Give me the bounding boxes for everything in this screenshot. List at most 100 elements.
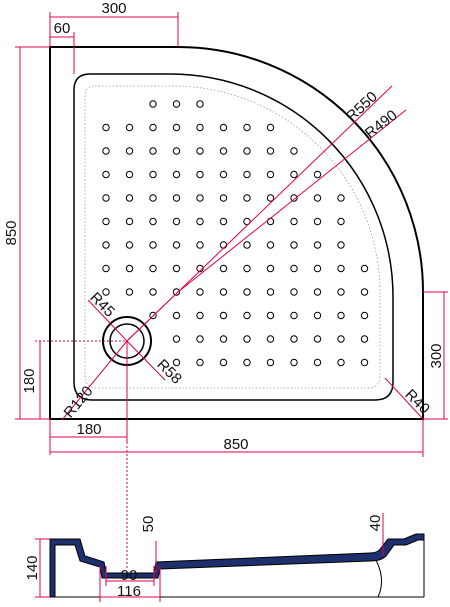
anti-slip-dot	[102, 194, 110, 202]
anti-slip-dot	[102, 170, 110, 179]
anti-slip-dot	[266, 217, 275, 226]
anti-slip-dot	[172, 194, 181, 202]
anti-slip-dot	[196, 288, 204, 296]
anti-slip-dot	[219, 288, 228, 296]
anti-slip-dot	[149, 147, 157, 155]
anti-slip-dot	[125, 217, 134, 226]
anti-slip-dot	[172, 311, 181, 320]
tray-inner-basin	[73, 73, 394, 401]
anti-slip-dot	[290, 288, 298, 296]
anti-slip-dot	[172, 264, 181, 273]
dim-radius-waste-small: R45	[86, 289, 117, 320]
tray-section-view	[49, 533, 425, 598]
anti-slip-dot	[313, 358, 322, 367]
anti-slip-dot	[313, 335, 322, 343]
anti-slip-dot	[196, 358, 204, 367]
anti-slip-dot	[172, 217, 181, 226]
anti-slip-dot	[219, 123, 228, 132]
anti-slip-dot	[196, 147, 204, 155]
anti-slip-dot	[196, 194, 204, 202]
anti-slip-dot	[290, 170, 298, 179]
anti-slip-dot	[313, 241, 322, 249]
anti-slip-dot	[266, 358, 275, 367]
dim-width-top: 300	[101, 0, 126, 17]
dim-section-rim-height: 40	[367, 515, 384, 532]
anti-slip-dot	[266, 147, 275, 155]
dim-section-waste-outer: 116	[117, 583, 141, 600]
anti-slip-dot	[266, 335, 275, 343]
anti-slip-dot	[243, 123, 251, 132]
anti-slip-dot	[337, 194, 345, 202]
anti-slip-dot	[243, 311, 251, 320]
anti-slip-dot	[313, 170, 322, 179]
anti-slip-dot	[313, 288, 322, 296]
dim-radius-waste-mid: R58	[153, 356, 184, 387]
anti-slip-dot	[219, 147, 228, 155]
anti-slip-dot	[125, 147, 134, 155]
anti-slip-dot	[196, 217, 204, 226]
anti-slip-dot	[172, 335, 181, 343]
dim-height-right: 300	[428, 343, 445, 368]
anti-slip-dot	[219, 311, 228, 320]
section-profile	[49, 533, 425, 598]
anti-slip-dot	[337, 335, 345, 343]
dim-flange-top: 60	[54, 20, 71, 37]
anti-slip-dot	[337, 241, 345, 249]
dimension-lines	[15, 12, 448, 570]
tray-anti-slip-border	[84, 85, 381, 389]
anti-slip-dot	[149, 264, 157, 273]
anti-slip-dot	[337, 264, 345, 273]
anti-slip-dot	[290, 335, 298, 343]
tray-outer-outline	[49, 46, 424, 420]
anti-slip-dot	[125, 123, 134, 132]
anti-slip-dot	[337, 311, 345, 320]
anti-slip-dot	[290, 194, 298, 202]
anti-slip-dot	[266, 264, 275, 273]
top-view-dimension-labels: 300 60 850 180 180 850 300 R550 R490 R45…	[3, 0, 445, 453]
anti-slip-dot	[172, 358, 181, 367]
anti-slip-dot	[290, 241, 298, 249]
anti-slip-dot	[219, 170, 228, 179]
anti-slip-dot	[360, 311, 369, 320]
anti-slip-dot	[196, 100, 204, 108]
anti-slip-dot	[149, 217, 157, 226]
anti-slip-dot	[102, 241, 110, 249]
anti-slip-dot	[149, 123, 157, 132]
anti-slip-dot	[313, 311, 322, 320]
anti-slip-dot	[290, 147, 298, 155]
anti-slip-dot	[172, 100, 181, 108]
anti-slip-dot	[125, 194, 134, 202]
dim-section-waste-depth: 50	[140, 516, 157, 533]
anti-slip-dot	[360, 288, 369, 296]
anti-slip-dot	[243, 147, 251, 155]
anti-slip-dot	[125, 170, 134, 179]
anti-slip-dot	[196, 170, 204, 179]
anti-slip-dot	[243, 358, 251, 367]
anti-slip-dot	[266, 311, 275, 320]
anti-slip-dot	[102, 264, 110, 273]
anti-slip-dot	[149, 100, 157, 108]
anti-slip-dot	[313, 194, 322, 202]
anti-slip-dot	[149, 241, 157, 249]
anti-slip-dot	[149, 170, 157, 179]
section-break-line	[375, 559, 382, 598]
anti-slip-dot	[219, 335, 228, 343]
anti-slip-dot	[125, 241, 134, 249]
anti-slip-dot	[196, 264, 204, 273]
anti-slip-dot	[360, 264, 369, 273]
anti-slip-dot	[243, 170, 251, 179]
anti-slip-dot	[172, 147, 181, 155]
anti-slip-dot	[243, 217, 251, 226]
anti-slip-dot	[149, 194, 157, 202]
anti-slip-dot	[360, 358, 369, 367]
anti-slip-dot	[243, 288, 251, 296]
anti-slip-dot	[337, 358, 345, 367]
anti-slip-dot	[266, 241, 275, 249]
anti-slip-dot	[172, 123, 181, 132]
dim-radius-corner: R40	[401, 386, 432, 417]
anti-slip-dot	[266, 194, 275, 202]
anti-slip-dot	[172, 241, 181, 249]
section-dimension-labels: 140 50 40 90 116	[24, 515, 384, 600]
anti-slip-dot	[102, 123, 110, 132]
